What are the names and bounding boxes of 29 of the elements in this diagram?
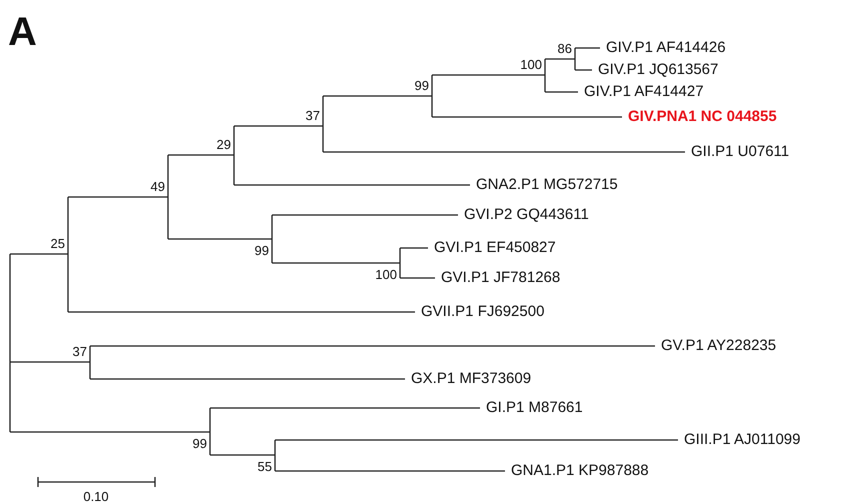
taxon-label: GVI.P1 JF781268 (441, 270, 560, 286)
taxon-label: GNA2.P1 MG572715 (476, 177, 618, 193)
bootstrap-value: 37 (306, 108, 320, 124)
taxon-label: GIII.P1 AJ011099 (684, 432, 800, 448)
taxon-label: GIV.P1 AF414426 (606, 40, 726, 56)
bootstrap-value: 37 (72, 344, 87, 360)
taxon-label: GVII.P1 FJ692500 (421, 304, 544, 320)
scale-label: 0.10 (83, 489, 109, 504)
taxon-label: GI.P1 M87661 (486, 400, 583, 416)
taxon-label: GNA1.P1 KP987888 (511, 463, 649, 479)
taxon-label: GVI.P2 GQ443611 (464, 207, 589, 223)
bootstrap-value: 100 (520, 57, 542, 73)
taxon-label: GX.P1 MF373609 (411, 371, 532, 387)
bootstrap-value: 25 (50, 236, 65, 252)
bootstrap-value: 29 (216, 137, 231, 153)
taxon-label: GIV.P1 AF414427 (584, 84, 704, 100)
bootstrap-value: 99 (414, 78, 429, 94)
taxon-label: GIV.PNA1 NC 044855 (628, 109, 777, 125)
bootstrap-value: 99 (192, 436, 207, 452)
bootstrap-value: 100 (375, 267, 397, 283)
bootstrap-value: 55 (258, 459, 272, 475)
bootstrap-value: 49 (150, 179, 165, 195)
taxon-label: GII.P1 U07611 (691, 144, 790, 160)
taxon-label: GVI.P1 EF450827 (434, 240, 556, 256)
bootstrap-value: 99 (254, 243, 269, 259)
bootstrap-value: 86 (558, 41, 572, 57)
taxon-label: GIV.P1 JQ613567 (598, 62, 718, 78)
panel-letter: A (8, 10, 37, 54)
taxon-label: GV.P1 AY228235 (661, 338, 776, 354)
